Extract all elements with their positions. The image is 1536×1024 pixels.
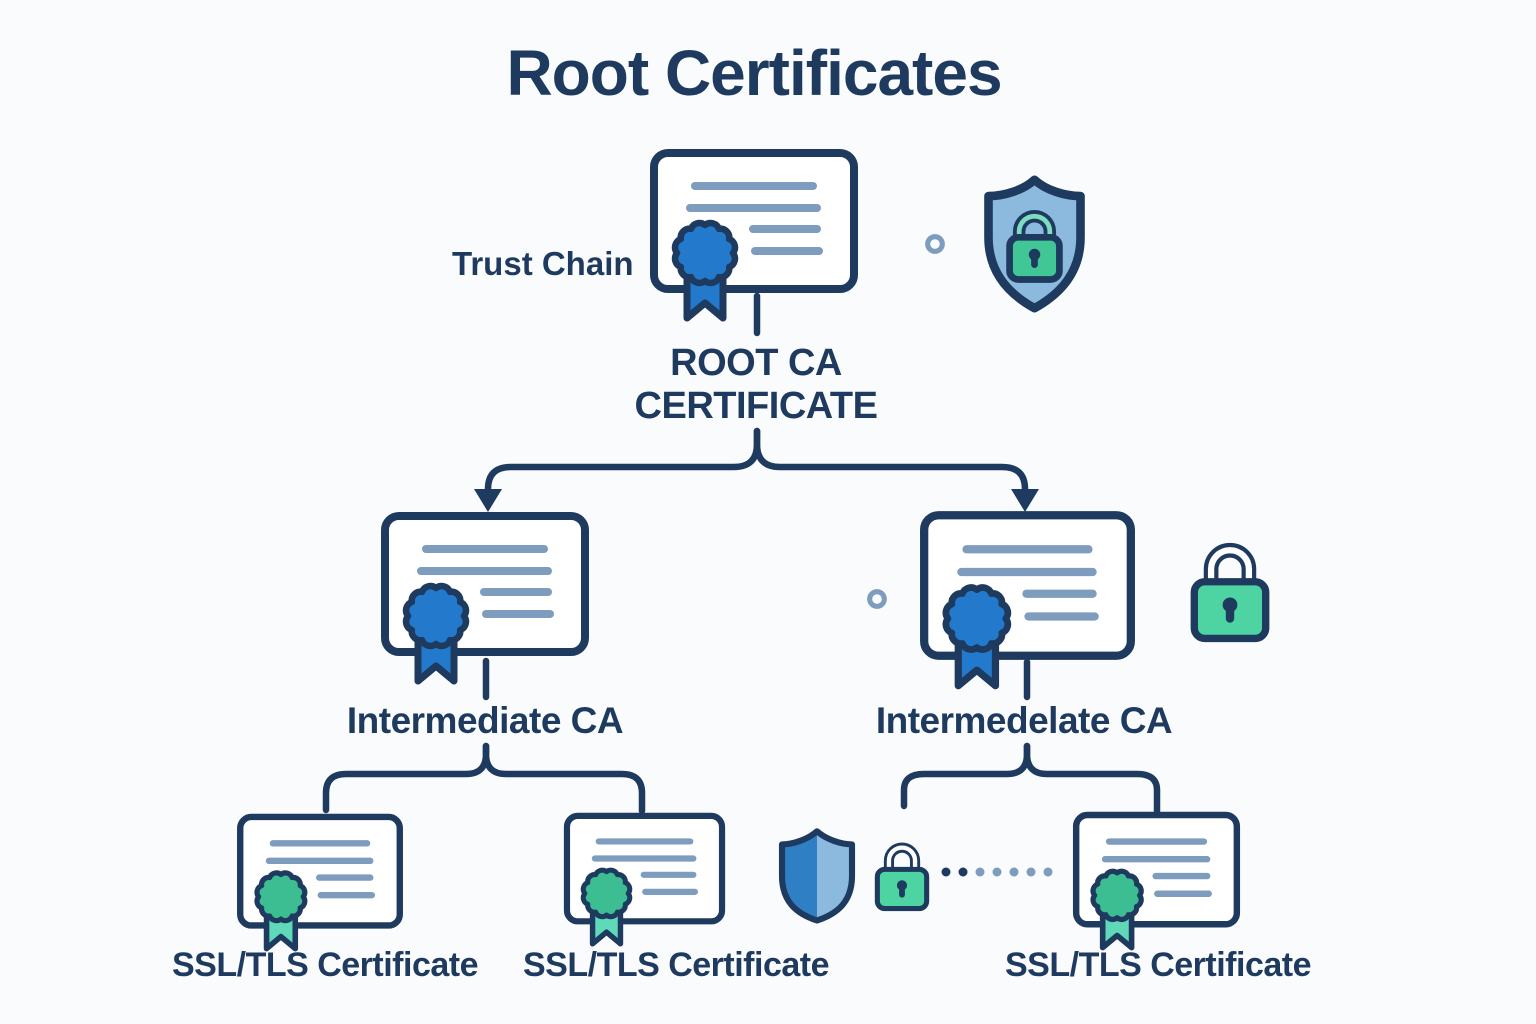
padlock-icon-right xyxy=(1188,531,1272,643)
intermediate-right-branch-left xyxy=(900,742,1031,810)
ssl-tls-certificate-label-2: SSL/TLS Certificate xyxy=(522,946,830,984)
root-ca-label-line1: ROOT CA xyxy=(670,342,842,384)
dotted-link-line xyxy=(941,867,1053,877)
arrowhead-left xyxy=(474,489,502,512)
ssl-tls-certificate-label-3: SSL/TLS Certificate xyxy=(1004,946,1312,984)
ssl-certificate-icon-1 xyxy=(236,813,404,955)
root-branch-left xyxy=(484,427,761,497)
ssl-certificate-icon-3 xyxy=(1072,811,1241,954)
root-branch-right xyxy=(753,427,1029,497)
intermediate-right-branch-right xyxy=(1023,742,1161,815)
chain-link-ring-icon-top xyxy=(924,233,946,255)
padlock-icon-bottom xyxy=(873,834,931,912)
root-ca-label-line2: CERTIFICATE xyxy=(634,384,878,427)
intermediate-ca-left-certificate-icon xyxy=(380,511,590,689)
intermediate-ca-left-label: Intermediate CA xyxy=(346,700,624,741)
arrowhead-right xyxy=(1011,489,1039,512)
intermediate-ca-right-label: Intermedelate CA xyxy=(875,700,1173,741)
root-ca-label: ROOT CA CERTIFICATE xyxy=(635,342,878,428)
intermediate-ca-right-certificate-icon xyxy=(919,510,1136,694)
shield-icon-bottom xyxy=(771,826,863,924)
root-ca-certificate-icon xyxy=(649,148,859,326)
intermediate-left-branch-right xyxy=(482,742,646,815)
chain-link-ring-icon-middle xyxy=(866,588,888,610)
trust-chain-label: Trust Chain xyxy=(452,245,634,282)
shield-lock-icon xyxy=(977,172,1092,316)
page-title: Root Certificates xyxy=(506,37,1002,109)
ssl-certificate-icon-2 xyxy=(563,812,726,950)
intermediate-left-branch-left xyxy=(322,742,490,814)
ssl-tls-certificate-label-1: SSL/TLS Certificate xyxy=(171,946,479,984)
